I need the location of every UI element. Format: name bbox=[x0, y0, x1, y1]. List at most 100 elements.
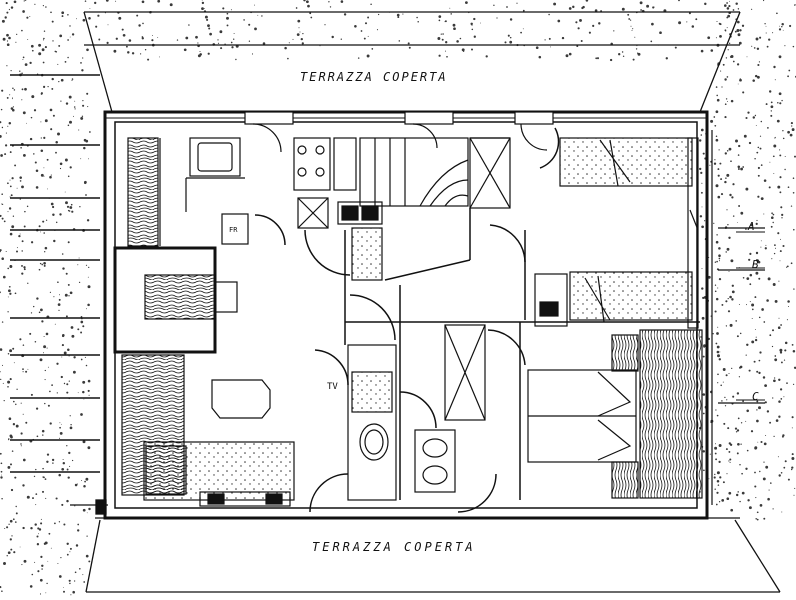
stone-speck bbox=[757, 195, 760, 198]
stone-speck bbox=[43, 30, 46, 32]
stone-speck bbox=[48, 532, 51, 535]
stone-speck bbox=[746, 56, 748, 58]
stone-speck bbox=[60, 423, 62, 425]
stone-speck bbox=[717, 174, 720, 177]
stone-speck bbox=[729, 461, 731, 463]
stone-speck bbox=[1, 193, 3, 195]
stone-speck bbox=[715, 138, 719, 142]
stone-speck bbox=[779, 191, 782, 194]
stone-speck bbox=[81, 69, 84, 72]
stone-speck bbox=[713, 222, 715, 224]
stone-speck bbox=[724, 78, 727, 81]
stone-speck bbox=[787, 300, 790, 303]
stone-speck bbox=[772, 155, 775, 158]
stone-speck bbox=[0, 476, 3, 479]
stone-speck bbox=[773, 173, 775, 175]
stone-speck bbox=[710, 119, 714, 123]
stone-speck bbox=[793, 366, 796, 369]
stone-speck bbox=[107, 24, 109, 26]
stone-speck bbox=[38, 528, 42, 531]
stone-speck bbox=[59, 294, 60, 296]
stone-speck bbox=[89, 8, 91, 9]
stone-speck bbox=[12, 347, 15, 350]
stone-speck bbox=[786, 265, 789, 268]
stone-speck bbox=[737, 33, 741, 37]
stone-speck bbox=[766, 299, 769, 302]
top-windows bbox=[244, 111, 554, 153]
stone-speck bbox=[753, 360, 756, 363]
stone-speck bbox=[665, 57, 668, 60]
stone-speck bbox=[565, 54, 569, 58]
stone-speck bbox=[6, 65, 8, 67]
stone-speck bbox=[779, 351, 783, 354]
stone-speck bbox=[35, 407, 39, 410]
stone-speck bbox=[243, 19, 245, 21]
stone-speck bbox=[728, 5, 731, 8]
stone-speck bbox=[141, 37, 144, 40]
stone-speck bbox=[248, 23, 251, 26]
stone-speck bbox=[592, 24, 595, 27]
stone-speck bbox=[71, 459, 74, 462]
stone-speck bbox=[30, 526, 33, 530]
stone-speck bbox=[791, 427, 793, 429]
stone-speck bbox=[715, 458, 718, 461]
stone-speck bbox=[723, 422, 726, 425]
stone-speck bbox=[714, 290, 717, 293]
stone-speck bbox=[721, 303, 724, 306]
stone-speck bbox=[725, 374, 728, 377]
stone-speck bbox=[201, 7, 204, 10]
stone-speck bbox=[715, 342, 718, 345]
stone-speck bbox=[725, 325, 728, 327]
stone-speck bbox=[659, 31, 662, 35]
stone-speck bbox=[728, 236, 731, 239]
stone-speck bbox=[51, 87, 54, 90]
stone-speck bbox=[195, 35, 198, 39]
stone-speck bbox=[745, 228, 747, 230]
stone-speck bbox=[714, 284, 717, 286]
stone-speck bbox=[737, 83, 739, 85]
stone-speck bbox=[24, 63, 28, 66]
stone-speck bbox=[70, 203, 73, 206]
stone-speck bbox=[730, 160, 732, 163]
stone-speck bbox=[80, 358, 83, 361]
stone-speck bbox=[12, 215, 15, 217]
stone-speck bbox=[732, 215, 735, 217]
stone-speck bbox=[59, 431, 63, 435]
stone-speck bbox=[220, 47, 223, 50]
tv-label: TV bbox=[327, 382, 338, 392]
stone-speck bbox=[66, 542, 69, 545]
stone-speck bbox=[716, 480, 720, 483]
stone-speck bbox=[772, 397, 774, 399]
stone-speck bbox=[701, 225, 704, 229]
stone-speck bbox=[21, 99, 23, 101]
stone-speck bbox=[740, 167, 744, 171]
stone-speck bbox=[43, 167, 45, 169]
section-marker-c: C bbox=[752, 390, 759, 403]
stone-speck bbox=[63, 590, 65, 593]
stone-speck bbox=[759, 36, 762, 39]
stone-speck bbox=[254, 27, 257, 31]
stone-speck bbox=[0, 134, 2, 138]
stone-speck bbox=[729, 193, 732, 197]
right-stone-wall bbox=[711, 130, 765, 505]
stone-speck bbox=[763, 442, 767, 446]
stone-speck bbox=[12, 87, 14, 90]
stone-speck bbox=[113, 49, 117, 53]
stone-speck bbox=[707, 275, 711, 279]
stone-speck bbox=[58, 521, 61, 523]
stone-speck bbox=[621, 7, 625, 11]
stone-speck bbox=[36, 435, 39, 438]
stone-speck bbox=[68, 295, 70, 297]
stone-speck bbox=[754, 485, 757, 488]
stone-speck bbox=[58, 473, 61, 477]
stone-speck bbox=[767, 277, 771, 281]
stone-speck bbox=[26, 495, 30, 499]
stone-speck bbox=[776, 12, 778, 15]
stone-speck bbox=[1, 321, 4, 323]
stone-speck bbox=[35, 169, 39, 172]
stone-speck bbox=[760, 197, 764, 201]
stone-speck bbox=[69, 291, 73, 295]
stone-speck bbox=[756, 75, 760, 79]
stone-speck bbox=[261, 15, 263, 17]
stone-speck bbox=[20, 146, 22, 149]
